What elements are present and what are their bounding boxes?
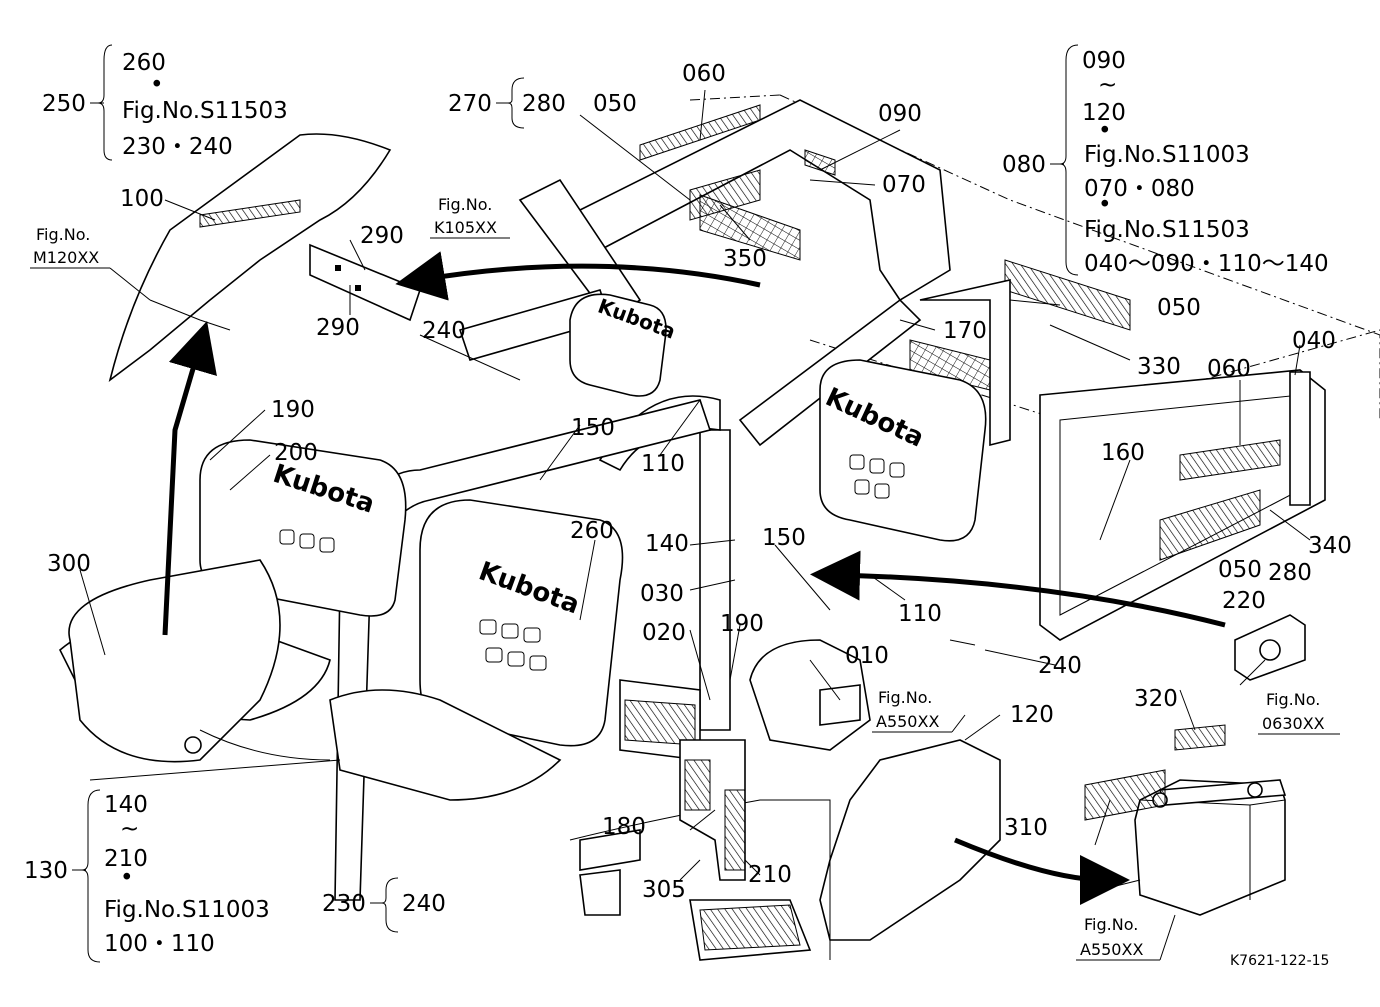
callout-220: 220 [1222,588,1266,614]
group-line: 070・080 [1084,176,1195,202]
group-230: 230 240 [322,877,446,933]
group-line: Fig.No.S11003 [104,897,270,923]
group-line: ~ [1098,72,1117,98]
callout-240-a: 240 [422,318,466,344]
callout-300: 300 [47,551,91,577]
figref-line2: 0630XX [1262,714,1325,733]
group-line: Fig.No.S11503 [1084,217,1250,243]
callout-210: 210 [748,862,792,888]
callout-190-a: 190 [271,397,315,423]
group-ref: 130 [24,858,68,884]
group-line: 210 [104,846,148,872]
figref-line1: Fig.No. [438,195,492,214]
group-line: 280 [522,91,566,117]
figref-line2: A550XX [876,712,939,731]
callout-030: 030 [640,581,684,607]
group-080: 080 090 ~ 120 • Fig.No.S11003 070・080 • … [1002,44,1329,277]
callout-050-top: 050 [593,91,637,117]
callout-090: 090 [878,101,922,127]
group-line: 230・240 [122,134,233,160]
figref-a550-center: Fig.No. A550XX [872,688,966,733]
callout-290-b: 290 [316,315,360,341]
group-line: • [150,72,164,98]
callout-020: 020 [642,620,686,646]
group-line: Fig.No.S11503 [122,98,288,124]
callout-120: 120 [1010,702,1054,728]
group-line: 260 [122,50,166,76]
callouts: 010 020 030 040 050 050 050 060 060 070 … [47,61,1352,903]
group-ref: 080 [1002,152,1046,178]
group-line: 240 [402,891,446,917]
figref-a550-battery: Fig.No. A550XX [1076,914,1176,961]
group-line: Fig.No.S11003 [1084,142,1250,168]
figure-references: Fig.No. M120XX Fig.No. K105XX Fig.No. A5… [30,195,1340,961]
figref-k105: Fig.No. K105XX [430,195,510,239]
callout-320: 320 [1134,686,1178,712]
group-line: • [120,865,134,891]
callout-280: 280 [1268,560,1312,586]
callout-290-a: 290 [360,223,404,249]
group-line: 140 [104,792,148,818]
group-270: 270 280 [448,77,566,129]
group-250: 250 260 • Fig.No.S11503 230・240 [42,44,288,161]
callout-040: 040 [1292,328,1336,354]
group-line: • [1098,192,1112,218]
figref-line1: Fig.No. [36,225,90,244]
callout-170: 170 [943,318,987,344]
group-line: ~ [120,816,139,842]
callout-060-right: 060 [1207,356,1251,382]
figref-line2: K105XX [434,218,497,237]
callout-340: 340 [1308,533,1352,559]
callout-310: 310 [1004,815,1048,841]
group-ref: 270 [448,91,492,117]
callout-200: 200 [274,440,318,466]
callout-010: 010 [845,643,889,669]
callout-240-b: 240 [1038,653,1082,679]
callout-260: 260 [570,518,614,544]
figref-0630: Fig.No. 0630XX [1258,690,1340,735]
figref-m120: Fig.No. M120XX [30,225,151,301]
callout-110-b: 110 [898,601,942,627]
callout-110-a: 110 [641,451,685,477]
callout-350: 350 [723,246,767,272]
callout-150-b: 150 [762,525,806,551]
callout-050-lower: 050 [1218,557,1262,583]
callout-060-top: 060 [682,61,726,87]
vehicle-drawing [59,89,1380,961]
figref-line2: M120XX [33,248,99,267]
callout-190-b: 190 [720,611,764,637]
callout-140: 140 [645,531,689,557]
group-line: • [1098,118,1112,144]
figref-line1: Fig.No. [1084,915,1138,934]
figref-line2: A550XX [1080,940,1143,959]
group-ref: 230 [322,891,366,917]
group-line: 120 [1082,100,1126,126]
callout-150-a: 150 [571,415,615,441]
callout-160: 160 [1101,440,1145,466]
group-line: 100・110 [104,931,215,957]
drawing-code: K7621-122-15 [1230,953,1329,969]
callout-070: 070 [882,172,926,198]
figref-line1: Fig.No. [878,688,932,707]
callout-330: 330 [1137,354,1181,380]
group-130: 130 140 ~ 210 • Fig.No.S11003 100・110 [24,789,270,963]
callout-100: 100 [120,186,164,212]
callout-180: 180 [602,814,646,840]
group-ref: 250 [42,91,86,117]
group-line: 090 [1082,48,1126,74]
callout-305: 305 [642,877,686,903]
figref-line1: Fig.No. [1266,690,1320,709]
callout-050-right: 050 [1157,295,1201,321]
group-line: 040～090・110～140 [1084,251,1329,277]
